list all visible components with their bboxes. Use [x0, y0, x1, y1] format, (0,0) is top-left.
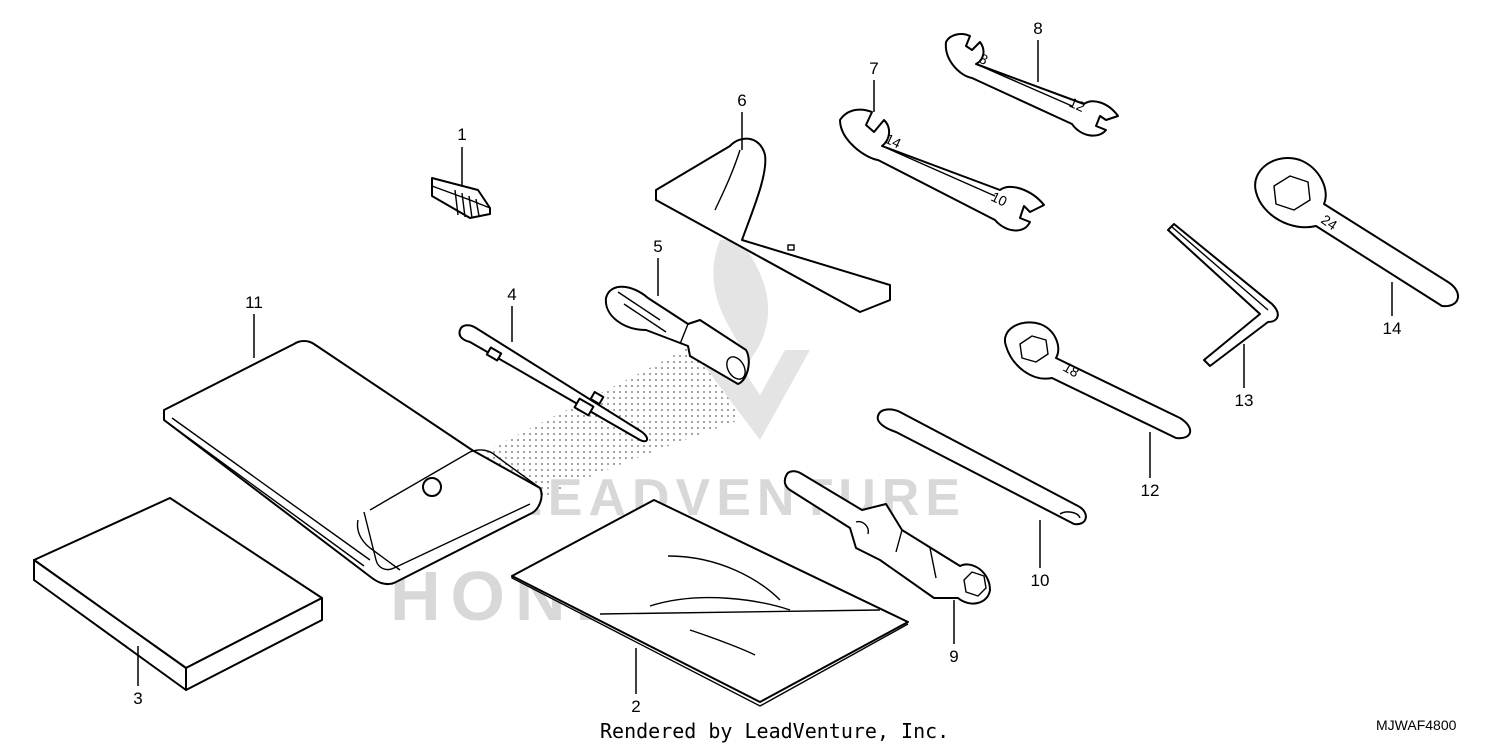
part-13-hex-key [1167, 223, 1279, 367]
part-7-wrench-14-10: 14 10 [839, 108, 1045, 232]
part-14-ring-spanner-24: 24 [1254, 157, 1459, 308]
callout-4: 4 [507, 285, 516, 304]
wrench-size-mark: 18 [1061, 359, 1083, 381]
leadventure-watermark: LEADVENTURE [510, 469, 966, 527]
callout-2: 2 [631, 697, 640, 716]
callout-3: 3 [133, 689, 142, 708]
callout-5: 5 [653, 237, 662, 256]
callout-9: 9 [949, 647, 958, 666]
wrench-size-mark: 10 [989, 188, 1010, 209]
callout-11: 11 [245, 293, 263, 312]
callout-12: 12 [1141, 481, 1160, 500]
part-1-clip [431, 177, 491, 219]
wrench-size-mark: 12 [1067, 94, 1088, 115]
rendered-by-footer: Rendered by LeadVenture, Inc. [600, 719, 949, 743]
part-8-wrench-8-12: 8 12 [944, 33, 1119, 137]
callout-8: 8 [1033, 19, 1042, 38]
part-9-socket-wrench [783, 470, 991, 605]
part-10-flat-bar [876, 408, 1087, 526]
callout-6: 6 [737, 91, 746, 110]
part-11-tool-bag [163, 340, 543, 586]
wrench-size-mark: 14 [883, 130, 904, 151]
callout-14: 14 [1383, 319, 1402, 338]
part-4-screwdriver-bit [458, 324, 648, 443]
part-12-ring-spanner-18: 18 [1003, 321, 1191, 440]
part-6-spanner-plate [655, 137, 891, 313]
part-5-screwdriver-handle [604, 285, 750, 385]
callout-labels: 1 2 3 4 5 6 7 8 9 10 11 12 13 14 [133, 19, 1401, 716]
callout-7: 7 [869, 59, 878, 78]
callout-1: 1 [457, 125, 466, 144]
wrench-size-mark: 24 [1318, 211, 1340, 233]
part-3-manual-book [33, 497, 323, 691]
diagram-code: MJWAF4800 [1376, 717, 1457, 733]
callout-13: 13 [1235, 391, 1254, 410]
leader-lines [137, 40, 1393, 694]
part-2-document-bag [511, 499, 909, 707]
callout-10: 10 [1031, 571, 1050, 590]
